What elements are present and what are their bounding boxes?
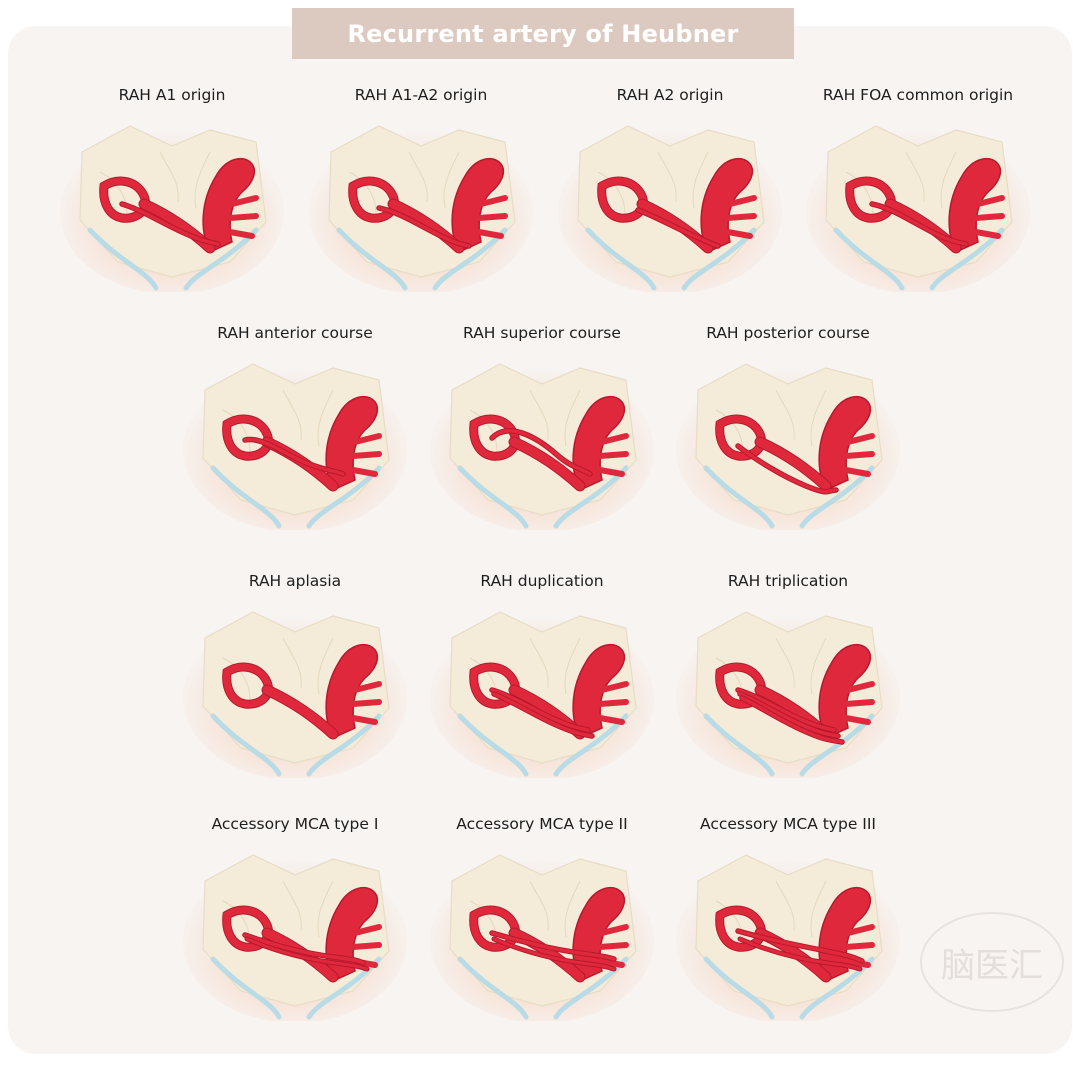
optic-nerve-left (457, 465, 529, 529)
variant-panel: RAH posterior course (673, 324, 903, 554)
optic-nerve-left (585, 227, 657, 291)
variant-panel: RAH anterior course (180, 324, 410, 554)
optic-nerve-right (799, 713, 875, 777)
heubner-artery (735, 443, 839, 495)
optic-nerve-left (336, 227, 408, 291)
variant-panel: Accessory MCA type II (427, 815, 657, 1045)
optic-nerve-right (306, 465, 382, 529)
optic-nerve-left (210, 465, 282, 529)
a2-trunk (325, 643, 379, 739)
variant-label: RAH A2 origin (616, 86, 724, 104)
optic-nerve-left (87, 227, 159, 291)
optic-nerve-right (799, 956, 875, 1020)
optic-nerve-left (210, 713, 282, 777)
optic-nerve-right (306, 713, 382, 777)
a2-trunk (572, 643, 626, 739)
a2-trunk (700, 157, 754, 253)
variant-label: RAH aplasia (248, 572, 342, 590)
title-banner: Recurrent artery of Heubner (292, 8, 794, 59)
heubner-artery (242, 436, 346, 477)
variant-label: Accessory MCA type I (211, 815, 379, 833)
heubner-artery (119, 201, 221, 247)
optic-nerve-right (432, 227, 508, 291)
a2-trunk (948, 157, 1002, 253)
variant-label: RAH FOA common origin (822, 86, 1014, 104)
optic-nerve-left (703, 713, 775, 777)
variant-panel: RAH triplication (673, 572, 903, 802)
optic-nerve-right (553, 713, 629, 777)
heubner-artery (489, 930, 617, 972)
optic-nerve-left (457, 713, 529, 777)
optic-nerve-right (681, 227, 757, 291)
variant-label: Accessory MCA type III (699, 815, 876, 833)
figure-title: Recurrent artery of Heubner (347, 19, 739, 48)
watermark-logo: 脑医汇 (920, 912, 1064, 1012)
heubner-artery (735, 687, 845, 745)
a2-trunk (325, 395, 379, 491)
optic-nerve-right (306, 956, 382, 1020)
heubner-artery (735, 928, 865, 972)
optic-nerve-right (929, 227, 1005, 291)
a2-trunk (818, 643, 872, 739)
heubner-artery (869, 201, 969, 247)
a2-trunk (572, 395, 626, 491)
variant-panel: Accessory MCA type III (673, 815, 903, 1045)
heubner-artery (489, 428, 593, 477)
variant-panel: RAH A2 origin (555, 86, 785, 316)
variant-label: RAH triplication (727, 572, 849, 590)
optic-nerve-left (703, 956, 775, 1020)
a2-trunk (818, 395, 872, 491)
variant-panel: RAH A1 origin (57, 86, 287, 316)
optic-nerve-right (553, 465, 629, 529)
optic-nerve-right (799, 465, 875, 529)
variant-label: Accessory MCA type II (456, 815, 628, 833)
variant-panel: RAH FOA common origin (803, 86, 1033, 316)
variant-label: RAH superior course (463, 324, 621, 342)
variant-panel: RAH A1-A2 origin (306, 86, 536, 316)
variant-label: RAH duplication (480, 572, 604, 590)
variant-label: RAH posterior course (706, 324, 870, 342)
heubner-artery (489, 687, 595, 739)
a2-trunk (202, 157, 256, 253)
optic-nerve-left (833, 227, 905, 291)
variant-panel: Accessory MCA type I (180, 815, 410, 1045)
variant-panel: RAH duplication (427, 572, 657, 802)
heubner-artery (635, 207, 721, 249)
optic-nerve-left (457, 956, 529, 1020)
variant-label: RAH A1-A2 origin (354, 86, 488, 104)
optic-nerve-right (553, 956, 629, 1020)
heubner-artery (376, 205, 472, 249)
optic-nerve-left (703, 465, 775, 529)
variant-label: RAH anterior course (217, 324, 373, 342)
variant-panel: RAH superior course (427, 324, 657, 554)
heubner-artery (242, 932, 370, 972)
a2-trunk (451, 157, 505, 253)
a2-trunk (818, 886, 872, 982)
optic-nerve-left (210, 956, 282, 1020)
a2-trunk (572, 886, 626, 982)
optic-nerve-right (183, 227, 259, 291)
variant-label: RAH A1 origin (118, 86, 226, 104)
variant-panel: RAH aplasia (180, 572, 410, 802)
